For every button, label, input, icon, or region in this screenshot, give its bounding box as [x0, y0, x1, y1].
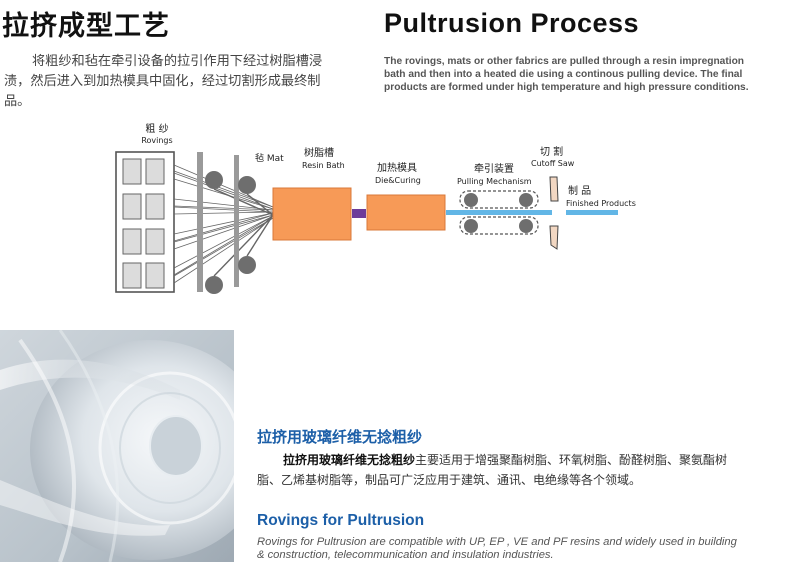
- guide-plate-1: [197, 152, 203, 292]
- fiber-line: [173, 215, 274, 269]
- fiber-line: [173, 178, 274, 210]
- product-desc-cn-rest: 主要适用于增强聚酯树脂、环氧树脂、酚醛树脂、聚氨酯树脂、乙烯基树脂等，制品可广泛…: [257, 453, 728, 487]
- roving-photo: [0, 330, 234, 562]
- label-mat: 毡 Mat: [255, 152, 284, 164]
- pulling-mechanism: [459, 190, 539, 235]
- product-title-en: Rovings for Pultrusion: [257, 512, 425, 529]
- resin-bath: [272, 187, 352, 241]
- mat-roller-bottom-1: [205, 276, 223, 294]
- label-pulling-cn: 牵引装置: [474, 162, 514, 175]
- fiber-line: [173, 212, 274, 235]
- label-resin-cn: 树脂槽: [304, 146, 334, 159]
- label-die-cn: 加热模具: [377, 161, 417, 174]
- guide-plate-2: [234, 155, 239, 287]
- label-finished-en: Finished Products: [566, 199, 636, 208]
- fiber-line: [173, 214, 274, 250]
- fiber-line: [173, 170, 274, 208]
- fiber-line: [173, 172, 274, 210]
- fiber-line: [173, 215, 274, 276]
- mat-roller-top-2: [238, 176, 256, 194]
- fiber-line: [173, 212, 274, 242]
- label-saw-en: Cutoff Saw: [531, 159, 575, 168]
- fiber-line: [173, 205, 274, 211]
- page-title-en: Pultrusion Process: [384, 8, 640, 38]
- fiber-line: [173, 211, 274, 215]
- saw-blade-bottom: [549, 225, 559, 250]
- mat-line: [246, 193, 274, 216]
- finished-product-rod: [566, 210, 618, 215]
- product-desc-cn-bold: 拉挤用玻璃纤维无捻粗纱: [283, 453, 416, 467]
- resin-die-connector: [352, 209, 366, 218]
- fiber-line: [173, 164, 274, 208]
- roving-creel: [115, 151, 175, 293]
- mat-line: [246, 214, 274, 257]
- fiber-lines: [173, 164, 274, 284]
- fiber-line: [173, 217, 274, 277]
- mat-line: [213, 214, 274, 277]
- product-rod: [446, 210, 552, 215]
- intro-text-cn: 将粗纱和毡在牵引设备的拉引作用下经过树脂槽浸渍，然后进入到加热模具中固化，经过切…: [4, 54, 323, 109]
- fiber-line: [173, 214, 274, 243]
- product-desc-en: Rovings for Pultrusion are compatible wi…: [257, 536, 737, 561]
- fiber-line: [173, 217, 274, 284]
- label-pulling-en: Pulling Mechanism: [457, 177, 532, 186]
- mat-roller-top-1: [205, 171, 223, 189]
- fiber-line: [173, 206, 274, 213]
- label-saw-cn: 切 割: [540, 145, 563, 158]
- saw-blade-top: [549, 176, 559, 202]
- intro-text-en: The rovings, mats or other fabrics are p…: [384, 56, 749, 94]
- pultrusion-diagram: 粗 纱 Rovings 毡 Mat 树脂槽 Resin Bath 加热模具 Di…: [115, 123, 636, 294]
- product-title-cn: 拉挤用玻璃纤维无捻粗纱: [257, 428, 423, 446]
- label-rovings-cn: 粗 纱: [145, 123, 168, 135]
- label-resin-en: Resin Bath: [302, 161, 345, 170]
- label-die-en: Die&Curing: [375, 176, 421, 185]
- product-desc-cn: 拉挤用玻璃纤维无捻粗纱主要适用于增强聚酯树脂、环氧树脂、酚醛树脂、聚氨酯树脂、乙…: [257, 450, 747, 490]
- page-title-cn: 拉挤成型工艺: [2, 11, 170, 42]
- heated-die: [366, 194, 446, 231]
- label-finished-cn: 制 品: [568, 184, 591, 197]
- mat-line: [213, 188, 274, 216]
- mat-roller-bottom-2: [238, 256, 256, 274]
- label-rovings-en: Rovings: [141, 136, 172, 145]
